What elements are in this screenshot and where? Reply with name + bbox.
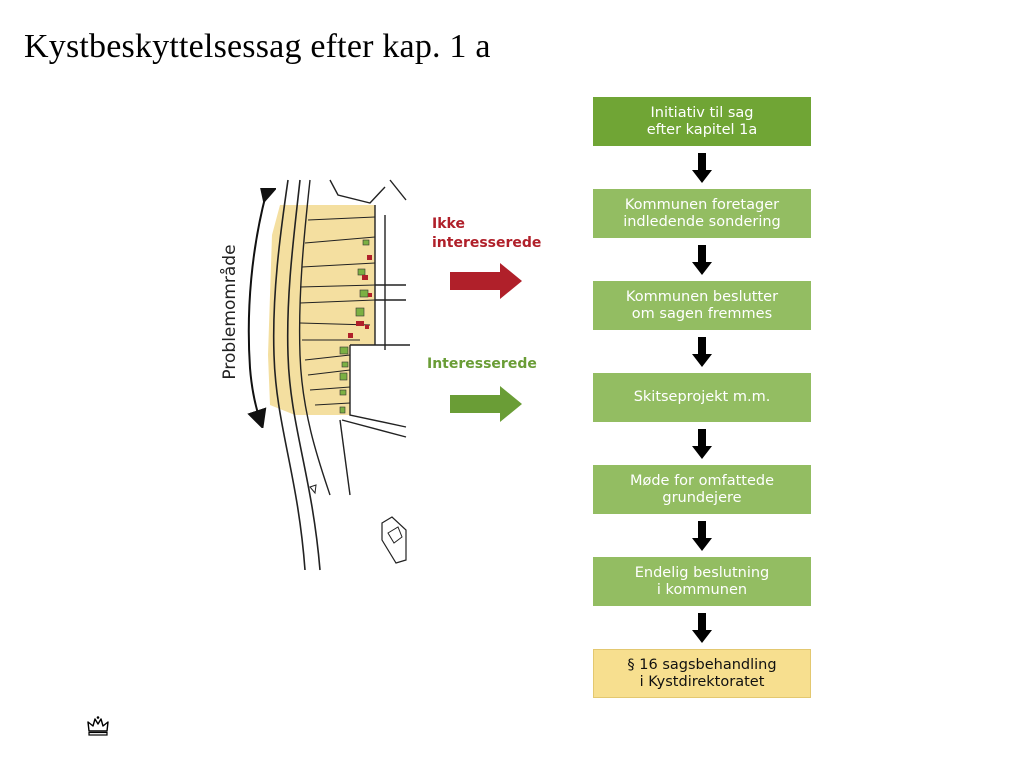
flow-step-sketch-project: Skitseprojekt m.m. <box>593 373 811 422</box>
flow-down-arrow-icon <box>593 238 811 281</box>
flow-step-initiative: Initiativ til sag efter kapitel 1a <box>593 97 811 146</box>
interested-arrow <box>450 386 522 422</box>
flow-down-arrow-icon <box>593 146 811 189</box>
coastal-map <box>210 175 410 575</box>
not-interested-arrow <box>450 263 522 299</box>
flow-down-arrow-icon <box>593 514 811 557</box>
slide-title: Kystbeskyttelsessag efter kap. 1 a <box>24 28 491 65</box>
flow-step-landowner-meeting: Møde for omfattede grundejere <box>593 465 811 514</box>
flow-down-arrow-icon <box>593 606 811 649</box>
flow-step-preliminary-survey: Kommunen foretager indledende sondering <box>593 189 811 238</box>
not-interested-label: Ikke interesserede <box>432 216 542 251</box>
process-flowchart: Initiativ til sag efter kapitel 1a Kommu… <box>593 97 811 698</box>
flow-down-arrow-icon <box>593 330 811 373</box>
flow-step-coastal-directorate: § 16 sagsbehandling i Kystdirektoratet <box>593 649 811 698</box>
interested-label: Interesserede <box>427 356 537 372</box>
flow-step-decision-to-proceed: Kommunen beslutter om sagen fremmes <box>593 281 811 330</box>
problem-area-label: Problemområde <box>220 244 240 380</box>
crown-icon <box>87 716 109 736</box>
problem-area-extent-arrow <box>247 188 276 428</box>
flow-down-arrow-icon <box>593 422 811 465</box>
flow-step-final-decision: Endelig beslutning i kommunen <box>593 557 811 606</box>
